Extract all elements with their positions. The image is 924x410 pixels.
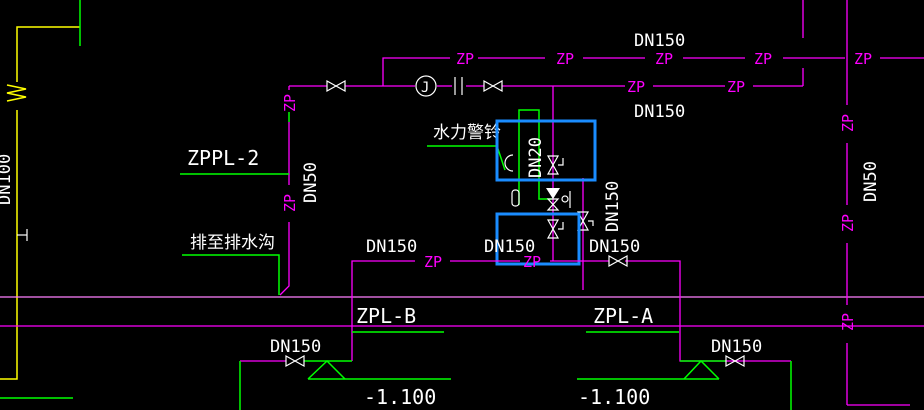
pipe-code-label: ZP [556,50,574,68]
size-label-dn150: DN150 [484,237,535,257]
pipe-code-label: ZP [456,50,474,68]
size-label-dn100: DN100 [0,154,15,205]
gate-valve-icon[interactable] [608,254,628,268]
pipe-code-label: ZP [839,114,857,132]
size-label-dn50: DN50 [861,161,881,202]
elevation-marker-icon [683,359,720,380]
elevation-label: -1.100 [578,385,650,409]
gate-valve-icon[interactable] [546,219,564,239]
discharge-note: 排至排水沟 [190,233,275,253]
branch-pipe-zppl2 [279,86,290,296]
size-label-dn20: DN20 [526,137,546,178]
size-label-dn150: DN150 [589,237,640,257]
pipe-code-label: ZP [754,50,772,68]
pipe-code-label: ZP [655,50,673,68]
yellow-pipe-dn100 [0,26,80,380]
size-label-dn150: DN150 [366,237,417,257]
pipe-code-label: ZP [281,194,299,212]
leader-line [427,145,506,171]
leader-line [182,254,280,295]
size-label-dn150: DN150 [270,337,321,357]
elevation-marker-icon [307,359,346,380]
riser-label-zppl2: ZPPL-2 [187,146,259,170]
pipe-code-label: ZP [627,78,645,96]
riser-label-zplb: ZPL-B [356,304,416,328]
pressure-gauge-icon[interactable]: J [415,75,437,97]
size-label-dn150: DN150 [634,102,685,122]
pipe-code-label: ZP [727,78,745,96]
gate-valve-icon[interactable] [483,79,503,93]
highlight-box[interactable] [495,212,581,266]
pipe-code-label: ZP [281,94,299,112]
elevation-label: -1.100 [364,385,436,409]
gate-valve-icon[interactable] [326,79,346,93]
main-pipe-top [382,0,924,406]
gate-valve-icon[interactable] [546,155,564,175]
pipe-code-label: ZP [839,313,857,331]
size-label-dn150: DN150 [603,181,623,232]
alarm-bell-label: 水力警铃 [433,123,501,143]
main-pipe-second [289,77,803,95]
gate-valve-icon[interactable] [285,354,305,368]
highlight-box[interactable] [495,119,597,182]
gauge-label: J [421,80,429,96]
retard-chamber-icon [511,189,520,207]
pipe-code-label: ZP [523,253,541,271]
gate-valve-icon[interactable] [725,354,745,368]
size-label-dn150: DN150 [711,337,762,357]
alarm-bell-icon [504,154,514,172]
pipe-code-label: ZP [839,214,857,232]
pipe-code-label: ZP [424,253,442,271]
dn20-pipe [518,109,553,205]
riser-label-zpla: ZPL-A [593,304,653,328]
alarm-valve-icon[interactable] [546,188,571,211]
size-label-dn50: DN50 [301,162,321,203]
size-label-dn150: DN150 [634,31,685,51]
pipe-code-label: ZP [854,50,872,68]
